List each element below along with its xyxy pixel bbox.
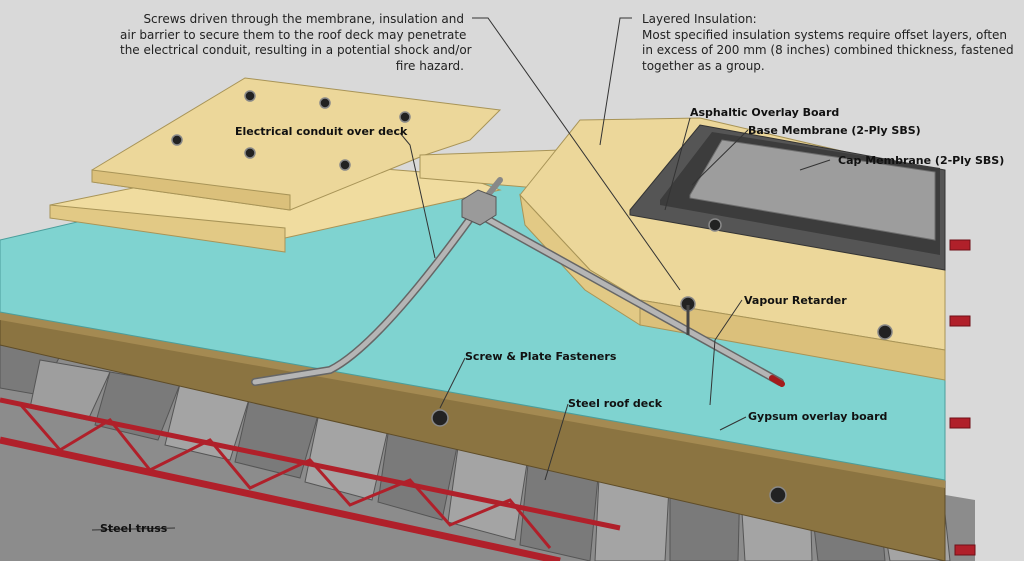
label-asphaltic-overlay-board: Asphaltic Overlay Board xyxy=(690,106,840,119)
layered-insulation-note: Layered Insulation: Most specified insul… xyxy=(642,12,1014,74)
junction-box xyxy=(461,189,497,226)
screw-plate-fasteners xyxy=(171,90,893,504)
label-cap-membrane: Cap Membrane (2-Ply SBS) xyxy=(838,154,1005,167)
cap-membrane xyxy=(689,139,936,241)
insulation-note-line: together as a group. xyxy=(642,58,765,73)
label-gypsum-overlay-board: Gypsum overlay board xyxy=(748,410,888,423)
insulation-note-line: Layered Insulation: xyxy=(642,12,757,26)
label-electrical-conduit: Electrical conduit over deck xyxy=(235,125,408,138)
screws-note-line: Screws driven through the membrane, insu… xyxy=(143,12,464,26)
leader-lines xyxy=(91,17,831,531)
screws-note-line: fire hazard. xyxy=(395,58,464,73)
steel-truss xyxy=(0,239,976,561)
insulation-note-line: Most specified insulation systems requir… xyxy=(642,27,1008,42)
screws-note-line: the electrical conduit, resulting in a p… xyxy=(120,43,472,57)
label-screw-plate-fasteners: Screw & Plate Fasteners xyxy=(465,350,617,363)
label-base-membrane: Base Membrane (2-Ply SBS) xyxy=(748,124,921,137)
screws-note-line: air barrier to secure them to the roof d… xyxy=(120,27,467,42)
insulation-note-line: in excess of 200 mm (8 inches) combined … xyxy=(642,43,1014,57)
label-steel-roof-deck: Steel roof deck xyxy=(568,397,663,410)
label-vapour-retarder: Vapour Retarder xyxy=(744,294,847,307)
label-steel-truss: Steel truss xyxy=(100,522,168,535)
screws-warning-note: Screws driven through the membrane, insu… xyxy=(120,12,472,74)
insulation-layers-left xyxy=(49,77,561,253)
electrical-conduit xyxy=(251,177,785,387)
